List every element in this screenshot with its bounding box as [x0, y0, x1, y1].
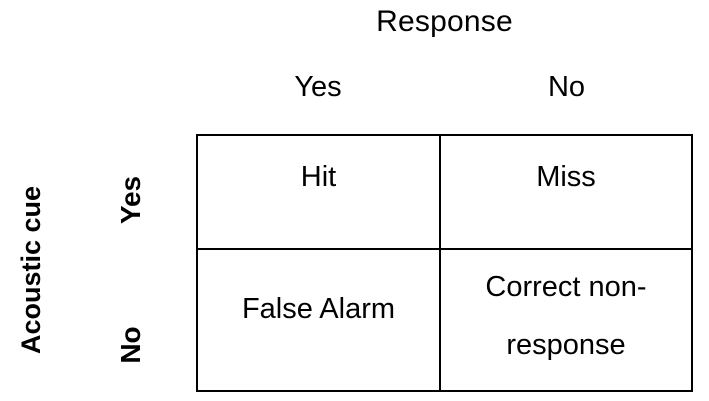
row-header-yes: Yes	[115, 175, 146, 225]
column-header-no: No	[547, 71, 586, 103]
cell-hit-label: Hit	[300, 161, 337, 193]
cell-correct-nonresponse: Correct non- response	[440, 249, 693, 392]
column-header-yes: Yes	[294, 71, 342, 103]
cell-miss: Miss	[440, 134, 693, 249]
cell-miss-label: Miss	[536, 161, 596, 193]
cell-false-alarm: False Alarm	[196, 249, 440, 392]
column-group-label: Response	[376, 5, 513, 38]
cell-false-alarm-label: False Alarm	[241, 293, 396, 325]
cell-hit: Hit	[196, 134, 440, 249]
cell-correct-nonresponse-label: Correct non- response	[479, 258, 652, 390]
row-header-no: No	[115, 326, 146, 364]
cell-correct-nonresponse-line2: response	[506, 329, 626, 361]
cell-correct-nonresponse-line1: Correct non-	[485, 271, 647, 303]
matrix-table: Hit Miss False Alarm Correct non- respon…	[196, 134, 693, 392]
table-row: False Alarm Correct non- response	[196, 249, 693, 392]
table-row: Hit Miss	[196, 134, 693, 249]
row-group-label: Acoustic cue	[16, 185, 46, 355]
